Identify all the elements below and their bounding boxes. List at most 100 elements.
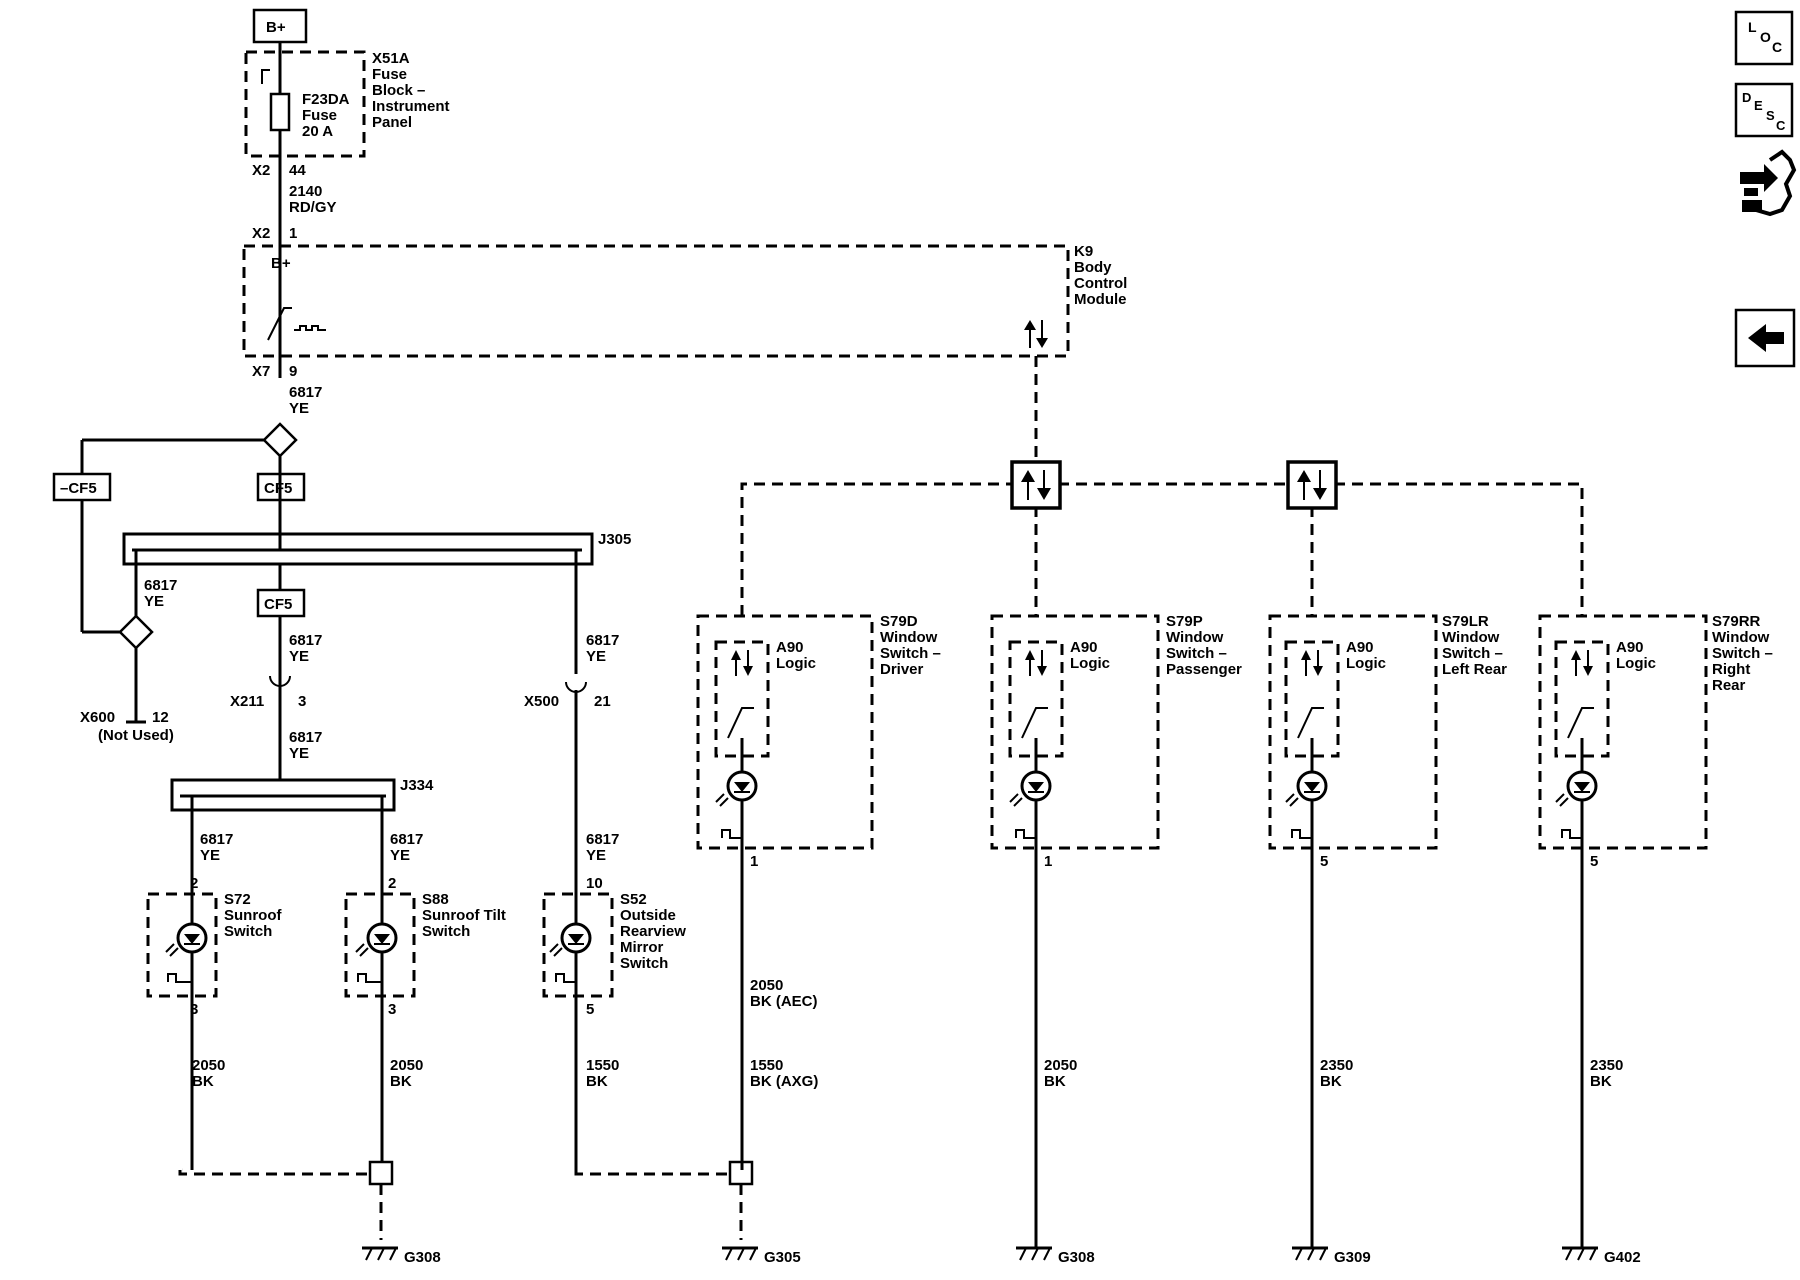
s72-name-1: Sunroof bbox=[224, 907, 282, 924]
bcm-in-pin: 1 bbox=[289, 225, 297, 242]
s52-name-4: Switch bbox=[620, 955, 668, 972]
x600-note: (Not Used) bbox=[98, 727, 174, 744]
s88-pin-in: 2 bbox=[388, 875, 396, 892]
bcm-connector: K9 bbox=[1074, 243, 1093, 260]
location-button[interactable]: L O C bbox=[1734, 10, 1794, 66]
x500-pin: 21 bbox=[594, 693, 611, 710]
bcm-in-connector: X2 bbox=[252, 225, 270, 242]
s52-wire-color: BK bbox=[586, 1073, 608, 1090]
x600-pin: 12 bbox=[152, 709, 169, 726]
fuse-out-connector: X2 bbox=[252, 162, 270, 179]
s79lr-name-2: Switch – bbox=[1442, 645, 1503, 662]
ground-g1-label: G308 bbox=[404, 1249, 441, 1266]
s79lr-name-3: Left Rear bbox=[1442, 661, 1507, 678]
s79d-wire-b-circuit: 1550 bbox=[750, 1057, 783, 1074]
s79d-id: S79D bbox=[880, 613, 918, 630]
wire-6817-mid-circuit: 6817 bbox=[289, 632, 322, 649]
location-letter-c: C bbox=[1772, 39, 1782, 55]
s79lr-wire-circuit: 2350 bbox=[1320, 1057, 1353, 1074]
serial-data-junction-2 bbox=[1286, 460, 1338, 510]
s79p-name-1: Window bbox=[1166, 629, 1224, 646]
wire-6817-s52-color: YE bbox=[586, 847, 606, 864]
back-button[interactable] bbox=[1734, 308, 1796, 368]
bcm-out-connector: X7 bbox=[252, 363, 270, 380]
location-letter-o: O bbox=[1760, 29, 1771, 45]
wire-2140-circuit: 2140 bbox=[289, 183, 322, 200]
description-letter-e: E bbox=[1754, 98, 1763, 113]
s52-name-3: Mirror bbox=[620, 939, 664, 956]
s79rr-pin: 5 bbox=[1590, 853, 1598, 870]
s79d-logic-word: Logic bbox=[776, 655, 816, 672]
s88-name-1: Sunroof Tilt bbox=[422, 907, 506, 924]
ground-g3-icon bbox=[1016, 1246, 1052, 1261]
cf5-left-label: –CF5 bbox=[60, 480, 97, 497]
ground-g1-icon bbox=[362, 1246, 398, 1261]
ground-splice-left bbox=[368, 1160, 394, 1186]
s79d-name-3: Driver bbox=[880, 661, 924, 678]
splice-diamond-top bbox=[262, 422, 298, 458]
s79lr-pin: 5 bbox=[1320, 853, 1328, 870]
s79rr-switch bbox=[1538, 614, 1708, 1248]
fuse-block-name-1: Fuse bbox=[372, 66, 407, 83]
wire-6817-top-color: YE bbox=[289, 400, 309, 417]
x211-pin: 3 bbox=[298, 693, 306, 710]
s79lr-wire-color: BK bbox=[1320, 1073, 1342, 1090]
x211-connector: X211 bbox=[230, 693, 264, 710]
fuse-block-connector: X51A bbox=[372, 50, 410, 67]
s72-wire-circuit: 2050 bbox=[192, 1057, 225, 1074]
wire-6817-right-circuit: 6817 bbox=[586, 632, 619, 649]
wire-6817-right-color: YE bbox=[586, 648, 606, 665]
connector-hand-icon[interactable] bbox=[1740, 149, 1797, 217]
s79p-switch bbox=[990, 614, 1160, 1248]
s88-wire-color: BK bbox=[390, 1073, 412, 1090]
s79lr-logic-id: A90 bbox=[1346, 639, 1374, 656]
wire-6817-s88-color: YE bbox=[390, 847, 410, 864]
bcm-name-1: Body bbox=[1074, 259, 1112, 276]
bcm-outline bbox=[242, 244, 1070, 358]
s52-pin-out: 5 bbox=[586, 1001, 594, 1018]
fuse-block-outline bbox=[244, 50, 366, 158]
ground-g5-icon bbox=[1562, 1246, 1598, 1261]
s79d-pin: 1 bbox=[750, 853, 758, 870]
x500-connector: X500 bbox=[524, 693, 559, 710]
s79p-name-3: Passenger bbox=[1166, 661, 1242, 678]
s79d-name-1: Window bbox=[880, 629, 938, 646]
s79rr-id: S79RR bbox=[1712, 613, 1761, 630]
s79rr-wire-circuit: 2350 bbox=[1590, 1057, 1623, 1074]
bcm-driver-switch-icon bbox=[267, 307, 326, 341]
s79p-logic-id: A90 bbox=[1070, 639, 1098, 656]
ground-g5-label: G402 bbox=[1604, 1249, 1641, 1266]
s79d-name-2: Switch – bbox=[880, 645, 941, 662]
s72-id: S72 bbox=[224, 891, 251, 908]
bcm-serial-data-icon bbox=[1024, 320, 1048, 348]
s52-name-2: Rearview bbox=[620, 923, 686, 940]
s79p-logic-word: Logic bbox=[1070, 655, 1110, 672]
x600-connector: X600 bbox=[80, 709, 115, 726]
description-button[interactable]: D E S C bbox=[1734, 82, 1794, 138]
s72-pin-in: 2 bbox=[190, 875, 198, 892]
ground-g3-label: G308 bbox=[1058, 1249, 1095, 1266]
s72-name-2: Switch bbox=[224, 923, 272, 940]
s52-pin-in: 10 bbox=[586, 875, 603, 892]
s72-wire-color: BK bbox=[192, 1073, 214, 1090]
wire-6817-left-circuit: 6817 bbox=[144, 577, 177, 594]
s79rr-name-4: Rear bbox=[1712, 677, 1746, 694]
fuse-block-name-3: Instrument bbox=[372, 98, 450, 115]
wire-6817-s72-color: YE bbox=[200, 847, 220, 864]
s79lr-switch bbox=[1268, 614, 1438, 1248]
splice-j334-label: J334 bbox=[400, 777, 434, 794]
fuse-icon bbox=[269, 92, 291, 132]
fuse-rating: 20 A bbox=[302, 123, 333, 140]
wire-6817-x211-circuit: 6817 bbox=[289, 729, 322, 746]
s79p-pin: 1 bbox=[1044, 853, 1052, 870]
s79d-switch bbox=[696, 614, 874, 1170]
s79rr-name-1: Window bbox=[1712, 629, 1770, 646]
cf5-center-label: CF5 bbox=[264, 480, 292, 497]
s88-name-2: Switch bbox=[422, 923, 470, 940]
s79lr-name-1: Window bbox=[1442, 629, 1500, 646]
s52-name-1: Outside bbox=[620, 907, 676, 924]
bcm-name-3: Module bbox=[1074, 291, 1127, 308]
s72-pin-out: 3 bbox=[190, 1001, 198, 1018]
cf5-left-box bbox=[52, 472, 112, 502]
